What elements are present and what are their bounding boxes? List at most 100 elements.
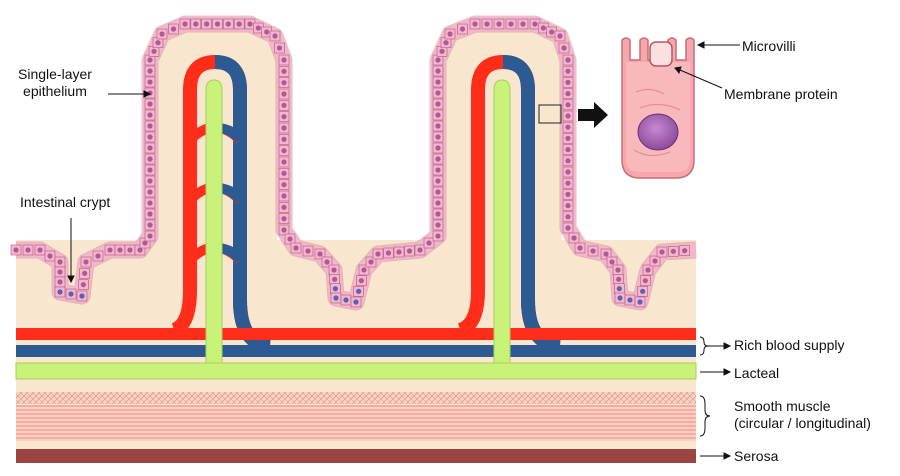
cell-nucleus-dot — [95, 253, 101, 259]
cell-nucleus-dot — [281, 216, 287, 222]
cell-nucleus-dot — [170, 26, 177, 32]
cell-nucleus-dot — [565, 214, 571, 220]
cell-nucleus-dot — [565, 102, 571, 108]
cell-nucleus-dot — [281, 227, 287, 233]
cell-nucleus-dot — [627, 297, 633, 303]
cell-nucleus-dot — [435, 189, 441, 195]
cell-nucleus-dot — [561, 45, 567, 51]
label-microvilli: Microvilli — [742, 38, 796, 54]
cell-nucleus-dot — [652, 258, 658, 264]
cell-nucleus-dot — [565, 180, 571, 186]
label-smooth-muscle: Smooth muscle (circular / longitudinal) — [734, 398, 871, 432]
cell-nucleus-dot — [255, 25, 261, 31]
cell-nucleus-dot — [281, 182, 287, 188]
cell-nucleus-dot — [435, 101, 441, 107]
cell-nucleus-dot — [603, 251, 609, 257]
cell-nucleus-dot — [549, 29, 555, 35]
cell-nucleus-dot — [281, 91, 287, 97]
cell-nucleus-dot — [645, 267, 651, 273]
cell-nucleus-dot — [565, 79, 571, 85]
cell-nucleus-dot — [520, 21, 526, 27]
cell-nucleus-dot — [590, 248, 596, 254]
cell-nucleus-dot — [332, 286, 338, 292]
cell-nucleus-dot — [79, 293, 85, 299]
cell-nucleus-dot — [565, 203, 571, 209]
cell-nucleus-dot — [435, 200, 441, 206]
cell-nucleus-dot — [147, 68, 153, 74]
cell-nucleus-dot — [435, 68, 441, 74]
cell-nucleus-dot — [147, 101, 153, 107]
cell-nucleus-dot — [659, 249, 665, 255]
cell-nucleus-dot — [281, 193, 287, 199]
cell-nucleus-dot — [353, 299, 359, 305]
cell-nucleus-dot — [281, 204, 287, 210]
cell-nucleus-dot — [264, 29, 270, 35]
label-single-layer-line1: Single-layer — [18, 66, 92, 82]
cell-nucleus-dot — [682, 248, 688, 254]
cell-nucleus-dot — [670, 248, 676, 254]
cell-nucleus-dot — [426, 240, 432, 246]
cell-nucleus-dot — [484, 21, 490, 27]
cell-nucleus-dot — [459, 26, 466, 32]
cell-nucleus-dot — [147, 167, 153, 173]
cell-nucleus-dot — [435, 167, 441, 173]
cell-nucleus-dot — [577, 245, 583, 251]
cell-nucleus-dot — [361, 267, 367, 273]
cell-nucleus-dot — [385, 250, 392, 256]
cell-nucleus-dot — [565, 158, 571, 164]
cell-nucleus-dot — [343, 297, 349, 303]
cell-nucleus-dot — [324, 259, 330, 265]
magnify-arrow — [578, 102, 608, 128]
cell-nucleus-dot — [615, 267, 621, 273]
cell-nucleus-dot — [127, 247, 133, 253]
cell-nucleus-dot — [293, 245, 299, 251]
membrane-protein-shape — [649, 41, 673, 67]
cell-nucleus-dot — [417, 247, 423, 253]
cell-nucleus-dot — [565, 57, 571, 63]
cell-nucleus-dot — [532, 21, 538, 27]
cell-nucleus — [637, 113, 679, 151]
cell-nucleus-dot — [13, 247, 19, 253]
cell-nucleus-dot — [435, 90, 441, 96]
lacteal-band — [15, 362, 697, 380]
cell-nucleus-dot — [317, 251, 323, 257]
label-lacteal: Lacteal — [734, 365, 780, 381]
cell-nucleus-dot — [508, 21, 514, 27]
cell-nucleus-dot — [435, 211, 441, 217]
cell-nucleus-dot — [281, 80, 287, 86]
cell-nucleus-dot — [368, 259, 374, 265]
cell-nucleus-dot — [443, 40, 449, 46]
cell-nucleus-dot — [57, 289, 63, 295]
cell-nucleus-dot — [142, 240, 148, 246]
cell-nucleus-dot — [281, 148, 287, 154]
cell-nucleus-dot — [147, 123, 153, 129]
cell-nucleus-dot — [147, 178, 153, 184]
cell-nucleus-dot — [281, 170, 287, 176]
label-single-layer-line2: epithelium — [23, 83, 87, 99]
label-rich-blood-supply: Rich blood supply — [734, 337, 845, 353]
cell-nucleus-dot — [47, 253, 53, 259]
cell-nucleus-dot — [565, 169, 571, 175]
cell-nucleus-dot — [281, 57, 287, 63]
leader-lines — [67, 41, 740, 460]
cell-nucleus-dot — [204, 21, 210, 27]
cell-nucleus-dot — [616, 276, 622, 282]
magnify-box — [538, 104, 562, 124]
label-smooth-muscle-line2: (circular / longitudinal) — [734, 415, 871, 431]
cell-nucleus-dot — [147, 200, 153, 206]
cell-nucleus-dot — [225, 21, 231, 27]
cell-nucleus-dot — [571, 235, 577, 241]
villus-2-vessels — [457, 54, 561, 353]
single-layer-epithelium — [10, 15, 697, 311]
label-serosa: Serosa — [734, 448, 779, 464]
cell-nucleus-dot — [57, 269, 63, 275]
cell-nucleus-dot — [406, 248, 413, 254]
cell-nucleus-dot — [640, 288, 646, 294]
cell-nucleus-dot — [25, 247, 31, 253]
cell-nucleus-dot — [565, 68, 571, 74]
cell-nucleus-dot — [435, 123, 441, 129]
cell-nucleus-dot — [281, 102, 287, 108]
cell-nucleus-dot — [276, 45, 283, 51]
cell-nucleus-dot — [147, 145, 153, 151]
label-membrane-protein: Membrane protein — [724, 86, 838, 102]
